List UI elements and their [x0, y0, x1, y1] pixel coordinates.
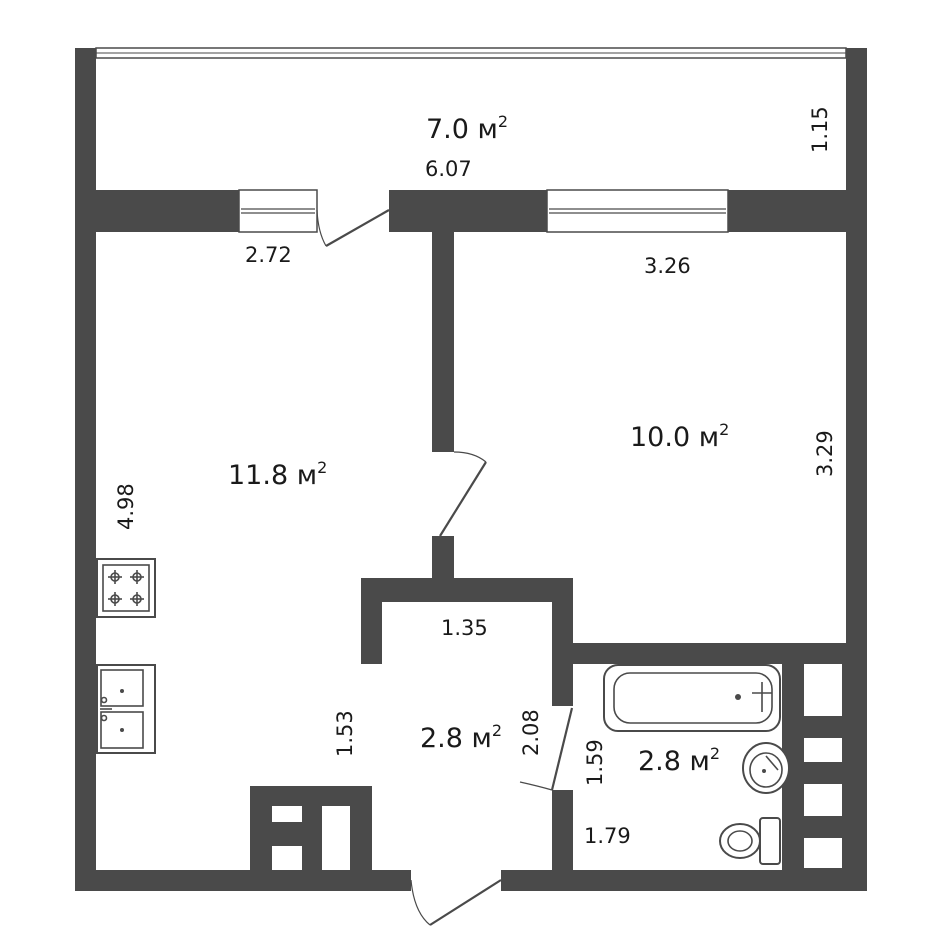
stove-icon [96, 558, 156, 618]
walls [75, 48, 867, 891]
ventilation-shafts [272, 664, 842, 870]
dim-bedroom-side: 3.29 [813, 430, 837, 477]
area-label-bedroom: 10.0 м2 [630, 420, 729, 453]
washbasin-icon [742, 742, 790, 794]
balcony-glazing [95, 47, 847, 59]
window-kitchen [238, 189, 318, 233]
dim-hall-top: 1.35 [441, 616, 488, 640]
dim-kitchen-side: 4.98 [114, 483, 138, 530]
dim-bath-side: 1.59 [583, 739, 607, 786]
toilet-icon [719, 817, 781, 865]
dim-bedroom-top: 3.26 [644, 254, 691, 278]
area-label-hallway: 2.8 м2 [420, 721, 502, 754]
window-bedroom [546, 189, 729, 233]
door-balcony [316, 209, 390, 247]
dim-bath-bottom: 1.79 [584, 824, 631, 848]
area-label-balcony: 7.0 м2 [426, 112, 508, 145]
double-sink-icon [96, 664, 156, 754]
area-label-bathroom: 2.8 м2 [638, 744, 720, 777]
svg-text:11.8 м2: 11.8 м2 [228, 458, 327, 491]
dim-balcony-width: 6.07 [425, 157, 472, 181]
door-entrance [410, 879, 502, 926]
door-bedroom [439, 451, 487, 537]
dim-hall-door-side: 2.08 [519, 709, 543, 756]
area-label-kitchen: 11.8 м2 [228, 458, 327, 491]
svg-text:10.0 м2: 10.0 м2 [630, 420, 729, 453]
svg-text:7.0 м2: 7.0 м2 [426, 112, 508, 145]
svg-text:2.8 м2: 2.8 м2 [638, 744, 720, 777]
dim-hall-side: 1.53 [333, 710, 357, 757]
dim-balcony-depth: 1.15 [808, 106, 832, 153]
svg-text:2.8 м2: 2.8 м2 [420, 721, 502, 754]
bathtub-icon [603, 664, 781, 732]
dim-kitchen-top: 2.72 [245, 243, 292, 267]
door-bathroom [519, 707, 574, 791]
